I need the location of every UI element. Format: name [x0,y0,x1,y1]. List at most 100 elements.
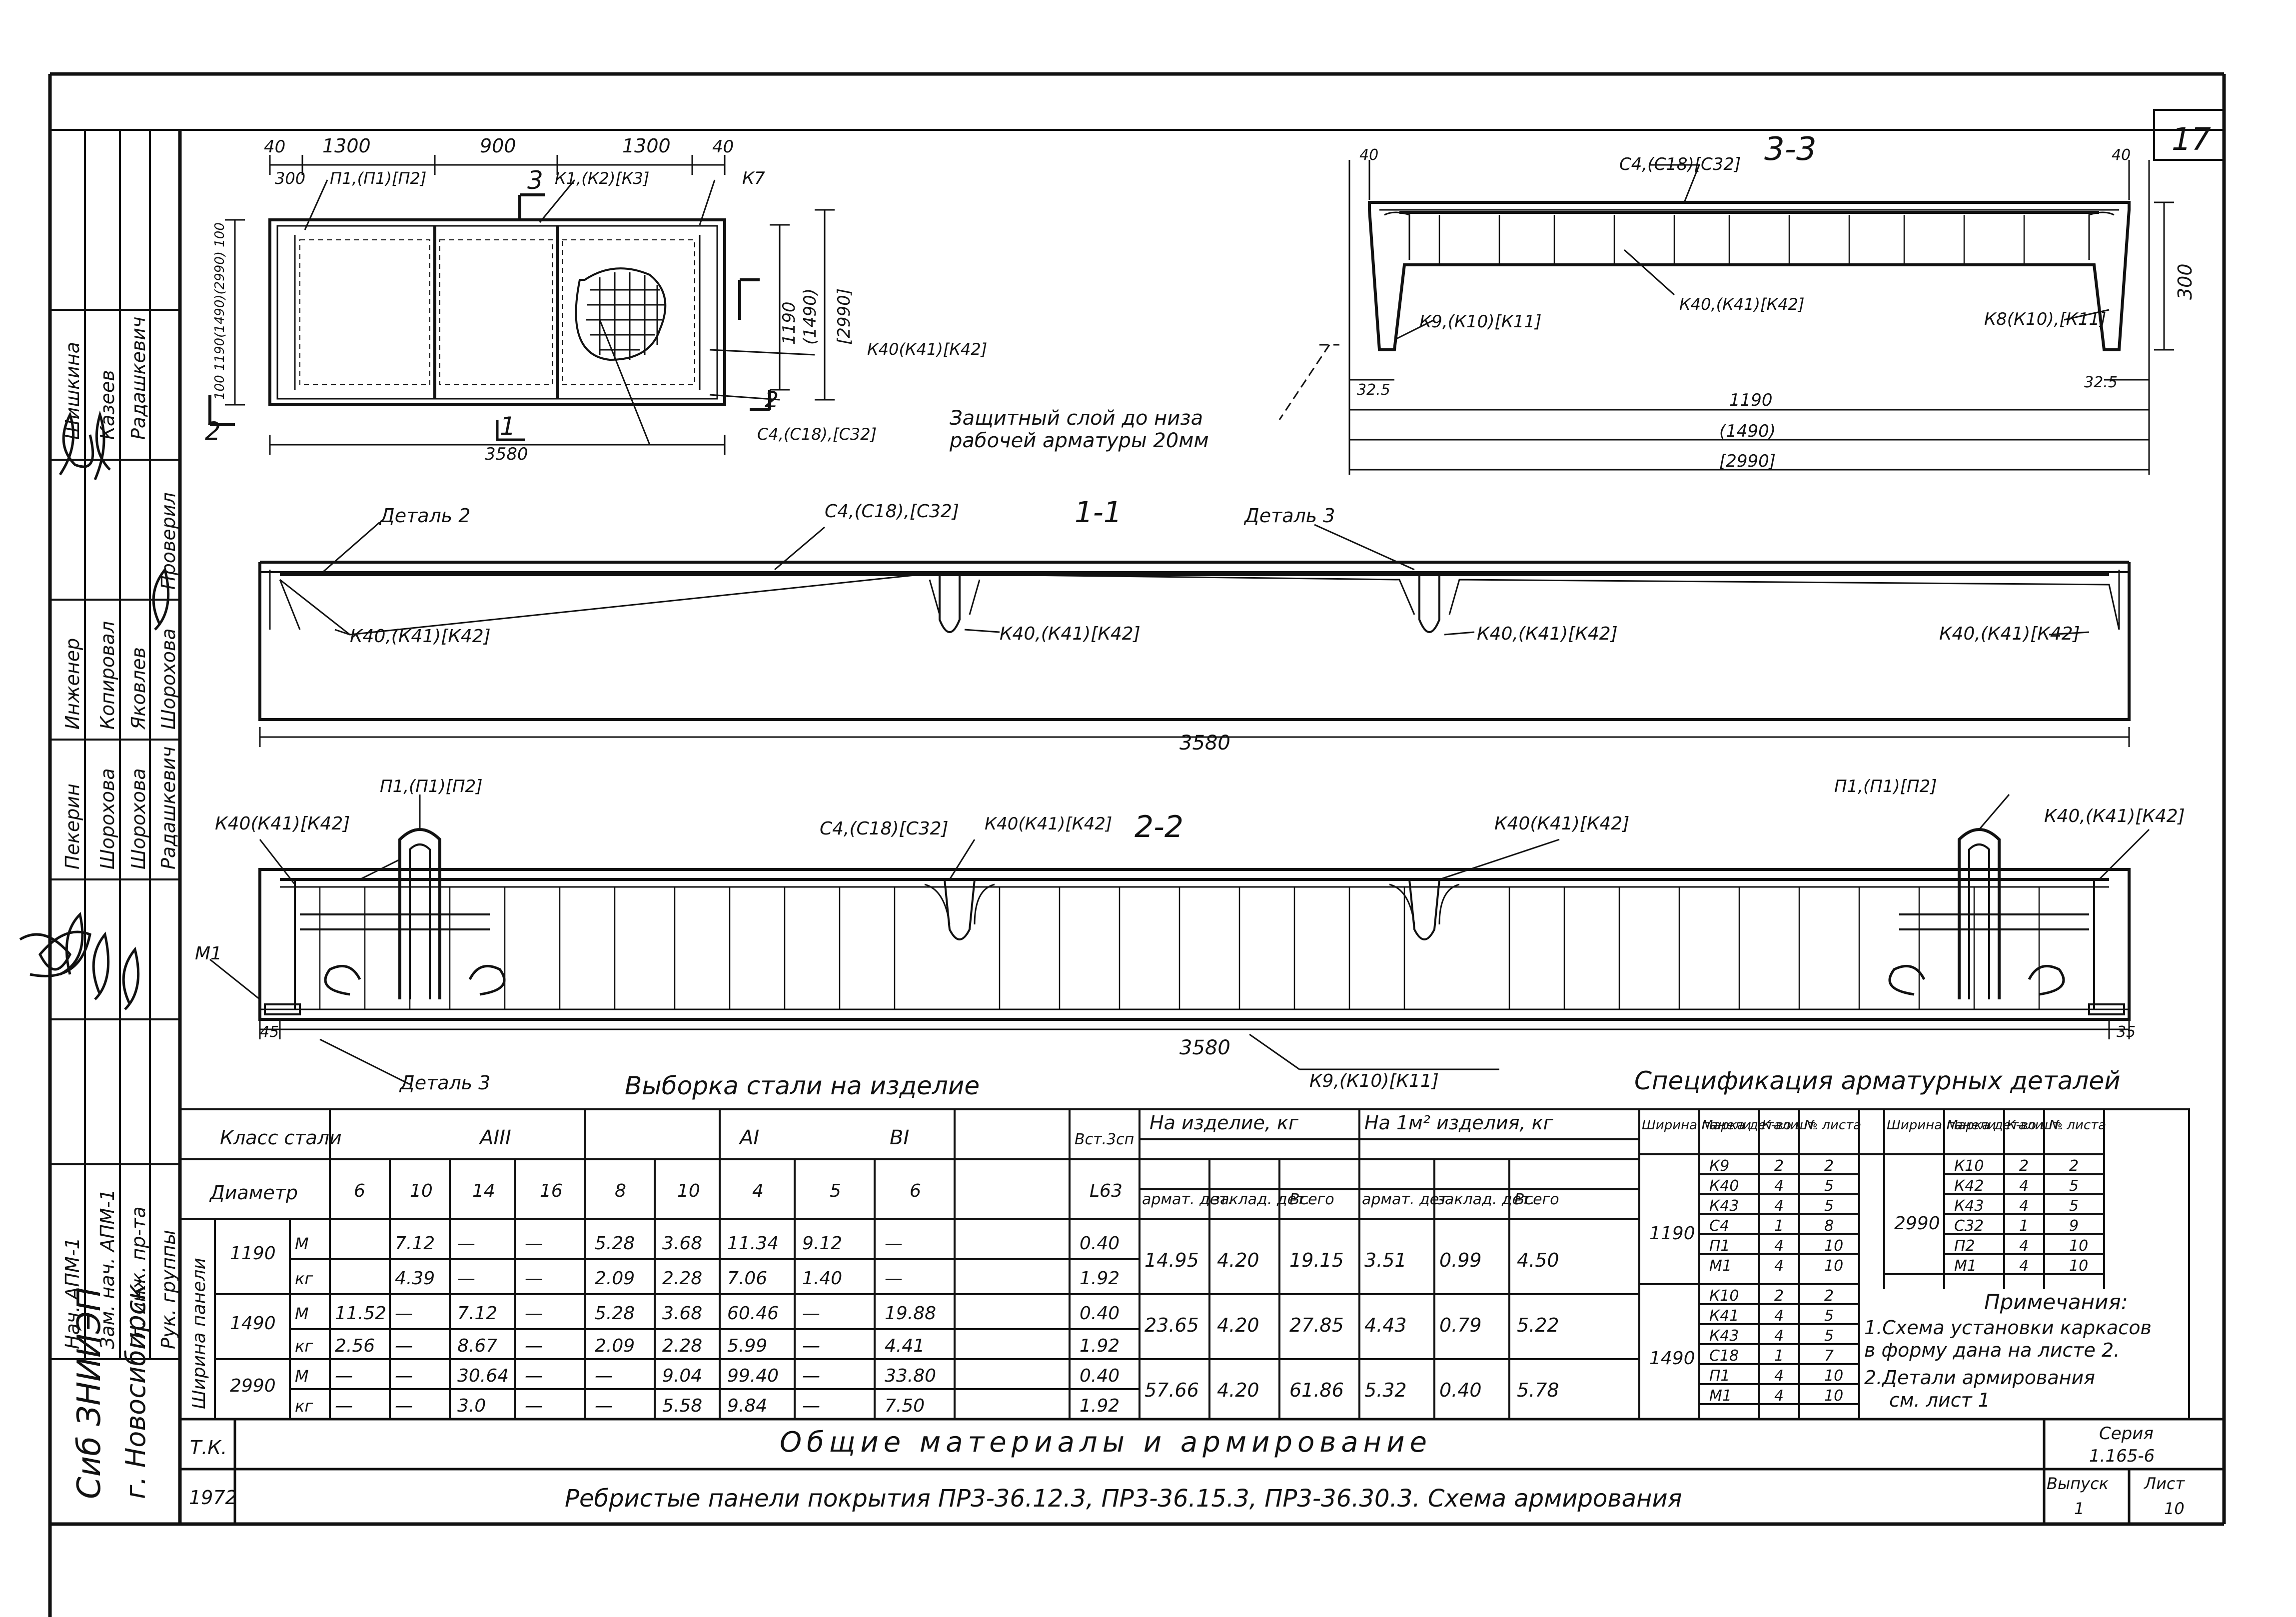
spec-1490-mark: М1 [1709,1387,1732,1405]
subhead-2: Всего [1289,1191,1334,1208]
steel-cell: — [525,1268,543,1289]
plan-dim-300: 300 [275,169,305,188]
diam-8: 6 [910,1181,921,1201]
steel-row-unit: М [295,1234,309,1253]
steel-cell: — [395,1303,413,1324]
plan-section-3: 3 [527,166,543,195]
steel-cell: 2.09 [595,1268,635,1289]
steel-cell: 19.88 [885,1303,936,1324]
section-33-label-k8: К8(К10),[К11] [1984,309,2106,329]
spec-1490-sheet: 7 [1824,1347,1834,1365]
corner-sheet-number: 17 [2172,121,2211,157]
spec-2990-sheet: 5 [2069,1197,2079,1215]
spec-head-3: № листа [1803,1118,1861,1133]
notes-title: Примечания: [1984,1290,2128,1314]
steel-cell: — [395,1336,413,1356]
steel-row-width: 1190 [230,1243,276,1264]
spec-1490-mark: К43 [1709,1327,1739,1345]
steel-total-head: На изделие, кг [1149,1112,1299,1134]
section-33-dim-2990: [2990] [1719,451,1776,471]
steel-cell: — [885,1268,903,1289]
steel-cell: — [802,1396,820,1416]
steel-cell: 3.68 [662,1233,702,1254]
steel-group-a1: AI [738,1126,759,1149]
section-33-dim-325b: 32.5 [2084,374,2118,391]
steel-cell: 1.40 [802,1268,842,1289]
spec-1490-sheet: 5 [1824,1307,1834,1325]
subhead-5: Всего [1514,1191,1559,1208]
subhead-3: армат. дет. [1362,1191,1452,1208]
steel-cell: — [457,1233,475,1254]
section-22-dim-35: 35 [2117,1023,2136,1041]
steel-cell: 2.09 [595,1336,635,1356]
steel-cell: — [525,1303,543,1324]
plan-dim-2990: [2990] [834,288,854,345]
plan-section-2a: 2 [205,417,221,446]
spec-1190-qty: 4 [1774,1237,1784,1255]
steel-total-cell: 4.50 [1517,1249,1559,1271]
steel-cell: 9.12 [802,1233,842,1254]
spec-1490-qty: 2 [1774,1287,1784,1305]
steel-cell: 60.46 [727,1303,779,1324]
diam-7: 5 [830,1181,841,1201]
section-33-title: 3-3 [1764,131,1817,168]
spec-1490-sheet: 5 [1824,1327,1834,1345]
steel-table-head-class: Класс стали [220,1127,342,1149]
spec-1190-sheet: 8 [1824,1217,1834,1235]
steel-total-cell: 0.79 [1439,1314,1482,1336]
steel-cell: 0.40 [1080,1233,1120,1254]
spec-1190-sheet: 10 [1824,1237,1843,1255]
spec-2990-qty: 2 [2019,1157,2029,1175]
steel-cell: 99.40 [727,1366,779,1386]
steel-total-cell: 57.66 [1145,1379,1199,1401]
diam-9: L63 [1090,1181,1123,1201]
steel-cell: 9.04 [662,1366,702,1386]
section-33-dim-1190: 1190 [1729,390,1773,410]
notes-line-2: 2.Детали армирования [1864,1367,2095,1389]
steel-row-unit: М [295,1367,309,1386]
diam-4: 8 [615,1181,626,1201]
spec-width-1490: 1490 [1649,1348,1695,1369]
sheet-frame [48,72,2226,1617]
steel-table: Выборка стали на изделие [179,1071,1640,1420]
steel-group-b1: BI [890,1126,909,1149]
title-sheet-value: 10 [2164,1499,2185,1518]
plan-label-k7: К7 [742,168,765,188]
spec-head-6: К-во шт. [2007,1118,2064,1133]
spec-1190-qty: 4 [1774,1197,1784,1215]
steel-cell: — [395,1366,413,1386]
title-issue-value: 1 [2074,1499,2084,1518]
spec-table-title: Спецификация арматурных деталей [1634,1066,2121,1095]
plan-section-2b: 2 [765,387,779,413]
spec-1490-qty: 4 [1774,1307,1784,1325]
stamp-name-7: Шорохова [157,628,179,730]
steel-total-cell: 4.20 [1217,1314,1259,1336]
steel-cell: 7.12 [395,1233,435,1254]
spec-1490-qty: 4 [1774,1387,1784,1405]
section-22-dim-3580: 3580 [1179,1036,1230,1059]
spec-2990-qty: 4 [2019,1177,2029,1195]
steel-cell: — [802,1366,820,1386]
steel-cell: — [457,1268,475,1289]
plan-dim-1490: (1490) [800,288,820,345]
steel-row-width: 2990 [230,1376,276,1396]
section-33-note-1: Защитный слой до низа [950,407,1203,430]
steel-cell: 11.52 [335,1303,386,1324]
spec-2990-mark: М1 [1954,1257,1977,1275]
spec-1190-qty: 2 [1774,1157,1784,1175]
side-stamp: Нач. АПМ-1 Шишкина Зам. нач. АПМ-1 Казее… [19,130,180,1499]
section-22-label-k9: К9,(К10)[К11] [1309,1071,1439,1091]
steel-total-cell: 4.20 [1217,1379,1259,1401]
subhead-1: заклад. дет. [1212,1191,1310,1208]
spec-1190-mark: П1 [1709,1237,1730,1255]
plan-section-1: 1 [500,412,516,441]
spec-heads: Ширина панели Марка детали К-во шт. № ли… [1642,1118,2106,1133]
plan-dim-4: 40 [712,137,734,157]
section-22-label-k40-mid1: К40(К41)[К42] [985,814,1112,834]
steel-per-m2-head: На 1м² изделия, кг [1364,1112,1554,1134]
diam-3: 16 [540,1181,563,1201]
steel-cell: 3.68 [662,1303,702,1324]
steel-cell: — [395,1396,413,1416]
spec-2990-mark: К10 [1954,1157,1984,1175]
steel-total-cell: 4.20 [1217,1249,1259,1271]
